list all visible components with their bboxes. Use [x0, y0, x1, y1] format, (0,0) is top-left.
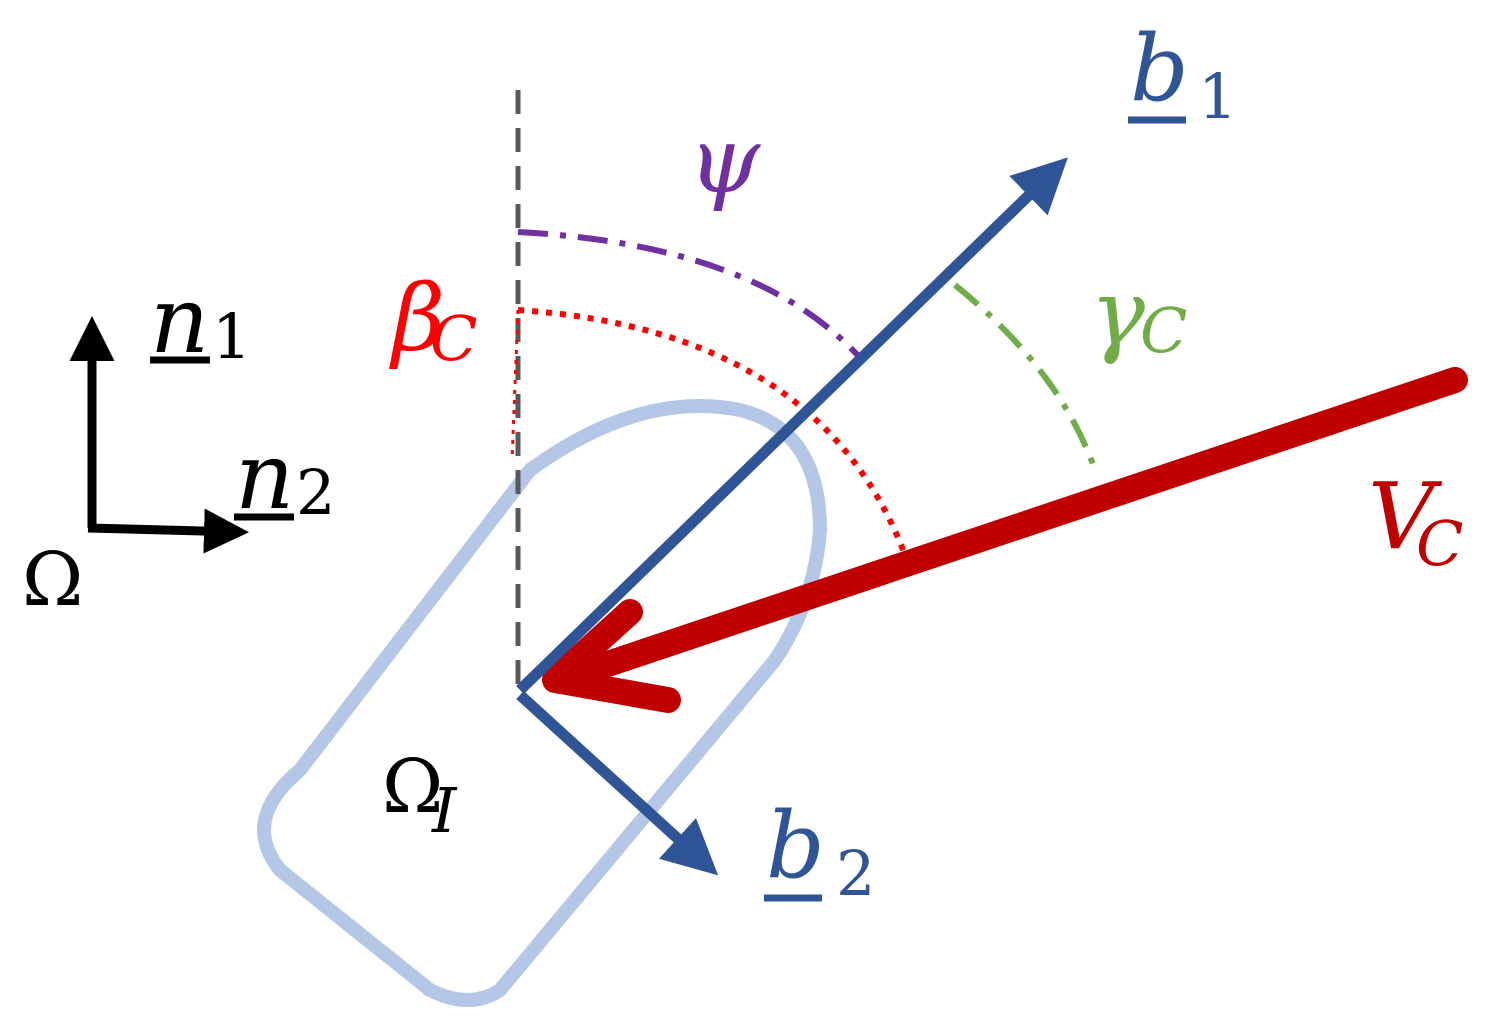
b1-label: b 1	[1128, 15, 1237, 133]
v-c-label: V C	[1368, 463, 1463, 580]
v-c-label-main: V	[1368, 463, 1443, 570]
psi-label: ψ	[688, 107, 761, 214]
b2-label-main: b	[766, 792, 825, 899]
current-velocity-shaft	[547, 367, 1468, 693]
n2-axis-arrow	[87, 508, 249, 554]
n2-label-main: n	[235, 423, 294, 530]
b1-label-sub: 1	[1198, 60, 1237, 133]
b1-label-main: b	[1130, 15, 1189, 122]
b1-axis-arrow	[516, 157, 1068, 694]
n1-label: n 1	[150, 267, 251, 374]
n2-label-sub: 2	[296, 456, 335, 529]
omega-i-label-sub: I	[431, 774, 458, 847]
beta-c-label-sub: C	[430, 302, 477, 375]
n1-label-sub: 1	[212, 300, 251, 373]
ship-hull-outline	[257, 399, 827, 1007]
beta-c-label: β C	[389, 265, 477, 375]
n2-label: n 2	[234, 423, 335, 530]
beta-c-label-main: β	[389, 265, 445, 372]
current-velocity-arrowhead	[542, 599, 681, 713]
psi-angle-arc	[517, 229, 865, 362]
b2-label-sub: 2	[836, 837, 875, 910]
omega-origin-label: Ω	[22, 537, 83, 623]
gamma-c-label-sub: C	[1140, 294, 1187, 367]
omega-i-label-main: Ω	[382, 744, 443, 830]
b2-label: b 2	[764, 792, 875, 910]
omega-i-label: Ω I	[382, 744, 458, 847]
b2-axis-arrow	[516, 690, 719, 876]
beta-c-angle-arc	[517, 307, 908, 557]
v-c-label-sub: C	[1416, 507, 1463, 580]
gamma-c-label-main: γ	[1090, 260, 1146, 367]
n1-label-main: n	[150, 267, 209, 374]
gamma-c-angle-arc	[953, 282, 1098, 471]
gamma-c-label: γ C	[1090, 260, 1187, 367]
